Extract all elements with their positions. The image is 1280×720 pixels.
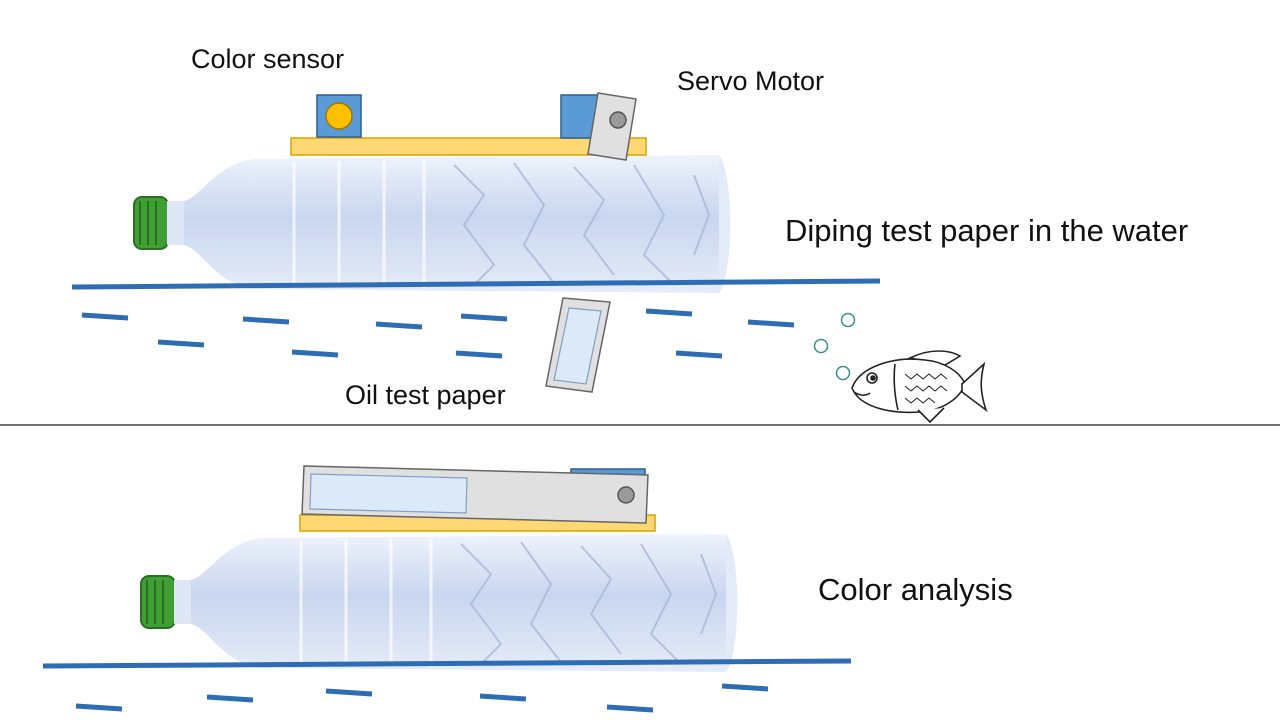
water-line-top: [71, 278, 881, 290]
bottom-caption: Color analysis: [818, 572, 1013, 607]
water-line-bottom: [42, 658, 852, 669]
color-sensor-label: Color sensor: [191, 44, 345, 74]
water-dashes-bottom: [75, 683, 769, 713]
servo-motor-label: Servo Motor: [677, 66, 825, 96]
top-panel: [71, 92, 988, 424]
bottle-bottom: [139, 532, 739, 674]
servo-arm: [587, 92, 637, 161]
oil-test-paper-label: Oil test paper: [345, 380, 506, 410]
bubbles: [813, 312, 856, 381]
water-dashes-top: [81, 308, 795, 359]
top-caption: Diping test paper in the water: [785, 213, 1189, 248]
paper-arm-flipped: [301, 465, 649, 524]
fish-icon: [851, 350, 988, 424]
oil-test-paper-strip: [545, 297, 611, 393]
color-sensor: [316, 94, 362, 138]
platform-top: [290, 137, 647, 156]
bottle-top: [132, 153, 732, 295]
bottom-panel: [42, 465, 852, 713]
